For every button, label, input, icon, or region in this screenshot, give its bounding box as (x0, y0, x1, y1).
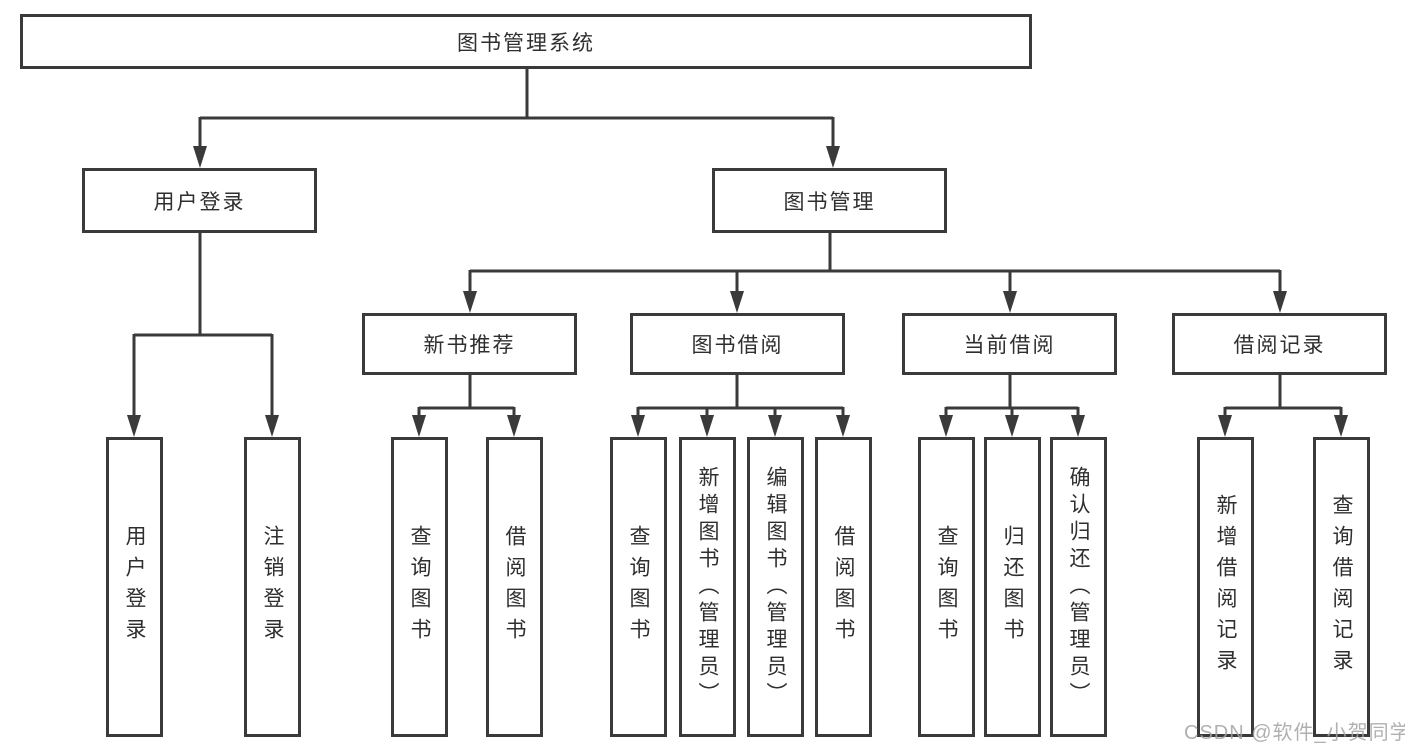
node-label: 编辑图书（管理员） (764, 465, 787, 709)
node-label: 查询借阅记录 (1330, 494, 1353, 680)
node-label: 注销登录 (261, 525, 284, 649)
node-label: 查询图书 (935, 525, 958, 649)
node-label: 确认归还（管理员） (1067, 465, 1090, 709)
node-label: 图书借阅 (691, 334, 784, 357)
node-label: 用户登录 (153, 190, 246, 214)
node-label: 借阅记录 (1233, 334, 1326, 357)
node-query-borrow-record: 查询借阅记录 (1313, 437, 1370, 737)
node-add-borrow-record: 新增借阅记录 (1197, 437, 1254, 737)
node-library-management-system: 图书管理系统 (20, 14, 1032, 69)
node-label: 借阅图书 (832, 525, 855, 649)
node-add-book-admin: 新增图书（管理员） (679, 437, 736, 737)
node-label: 新增图书（管理员） (696, 465, 719, 709)
node-label: 查询图书 (627, 525, 650, 649)
node-query-books-borrowing: 查询图书 (610, 437, 667, 737)
node-logout: 注销登录 (244, 437, 301, 737)
node-confirm-return-admin: 确认归还（管理员） (1050, 437, 1107, 737)
node-label: 查询图书 (408, 525, 431, 649)
node-user-login-leaf: 用户登录 (106, 437, 163, 737)
node-label: 借阅图书 (503, 525, 526, 649)
node-borrowing-records: 借阅记录 (1172, 313, 1387, 375)
node-query-books-recommend: 查询图书 (391, 437, 448, 737)
node-borrow-books-recommend: 借阅图书 (486, 437, 543, 737)
node-borrow-books-borrowing: 借阅图书 (815, 437, 872, 737)
node-query-books-current: 查询图书 (918, 437, 975, 737)
node-label: 图书管理 (783, 190, 876, 214)
node-label: 新增借阅记录 (1214, 494, 1237, 680)
node-current-borrowing: 当前借阅 (902, 313, 1117, 375)
node-book-management: 图书管理 (712, 168, 947, 233)
node-label: 用户登录 (123, 525, 146, 649)
node-return-book: 归还图书 (984, 437, 1041, 737)
node-label: 当前借阅 (963, 334, 1056, 357)
node-label: 图书管理系统 (457, 31, 595, 55)
node-user-login: 用户登录 (82, 168, 317, 233)
node-book-borrowing: 图书借阅 (630, 313, 845, 375)
node-label: 归还图书 (1001, 525, 1024, 649)
node-label: 新书推荐 (423, 334, 516, 357)
node-new-book-recommendation: 新书推荐 (362, 313, 577, 375)
node-edit-book-admin: 编辑图书（管理员） (747, 437, 804, 737)
csdn-watermark: CSDN @软件_小贺同学 (1184, 722, 1405, 744)
